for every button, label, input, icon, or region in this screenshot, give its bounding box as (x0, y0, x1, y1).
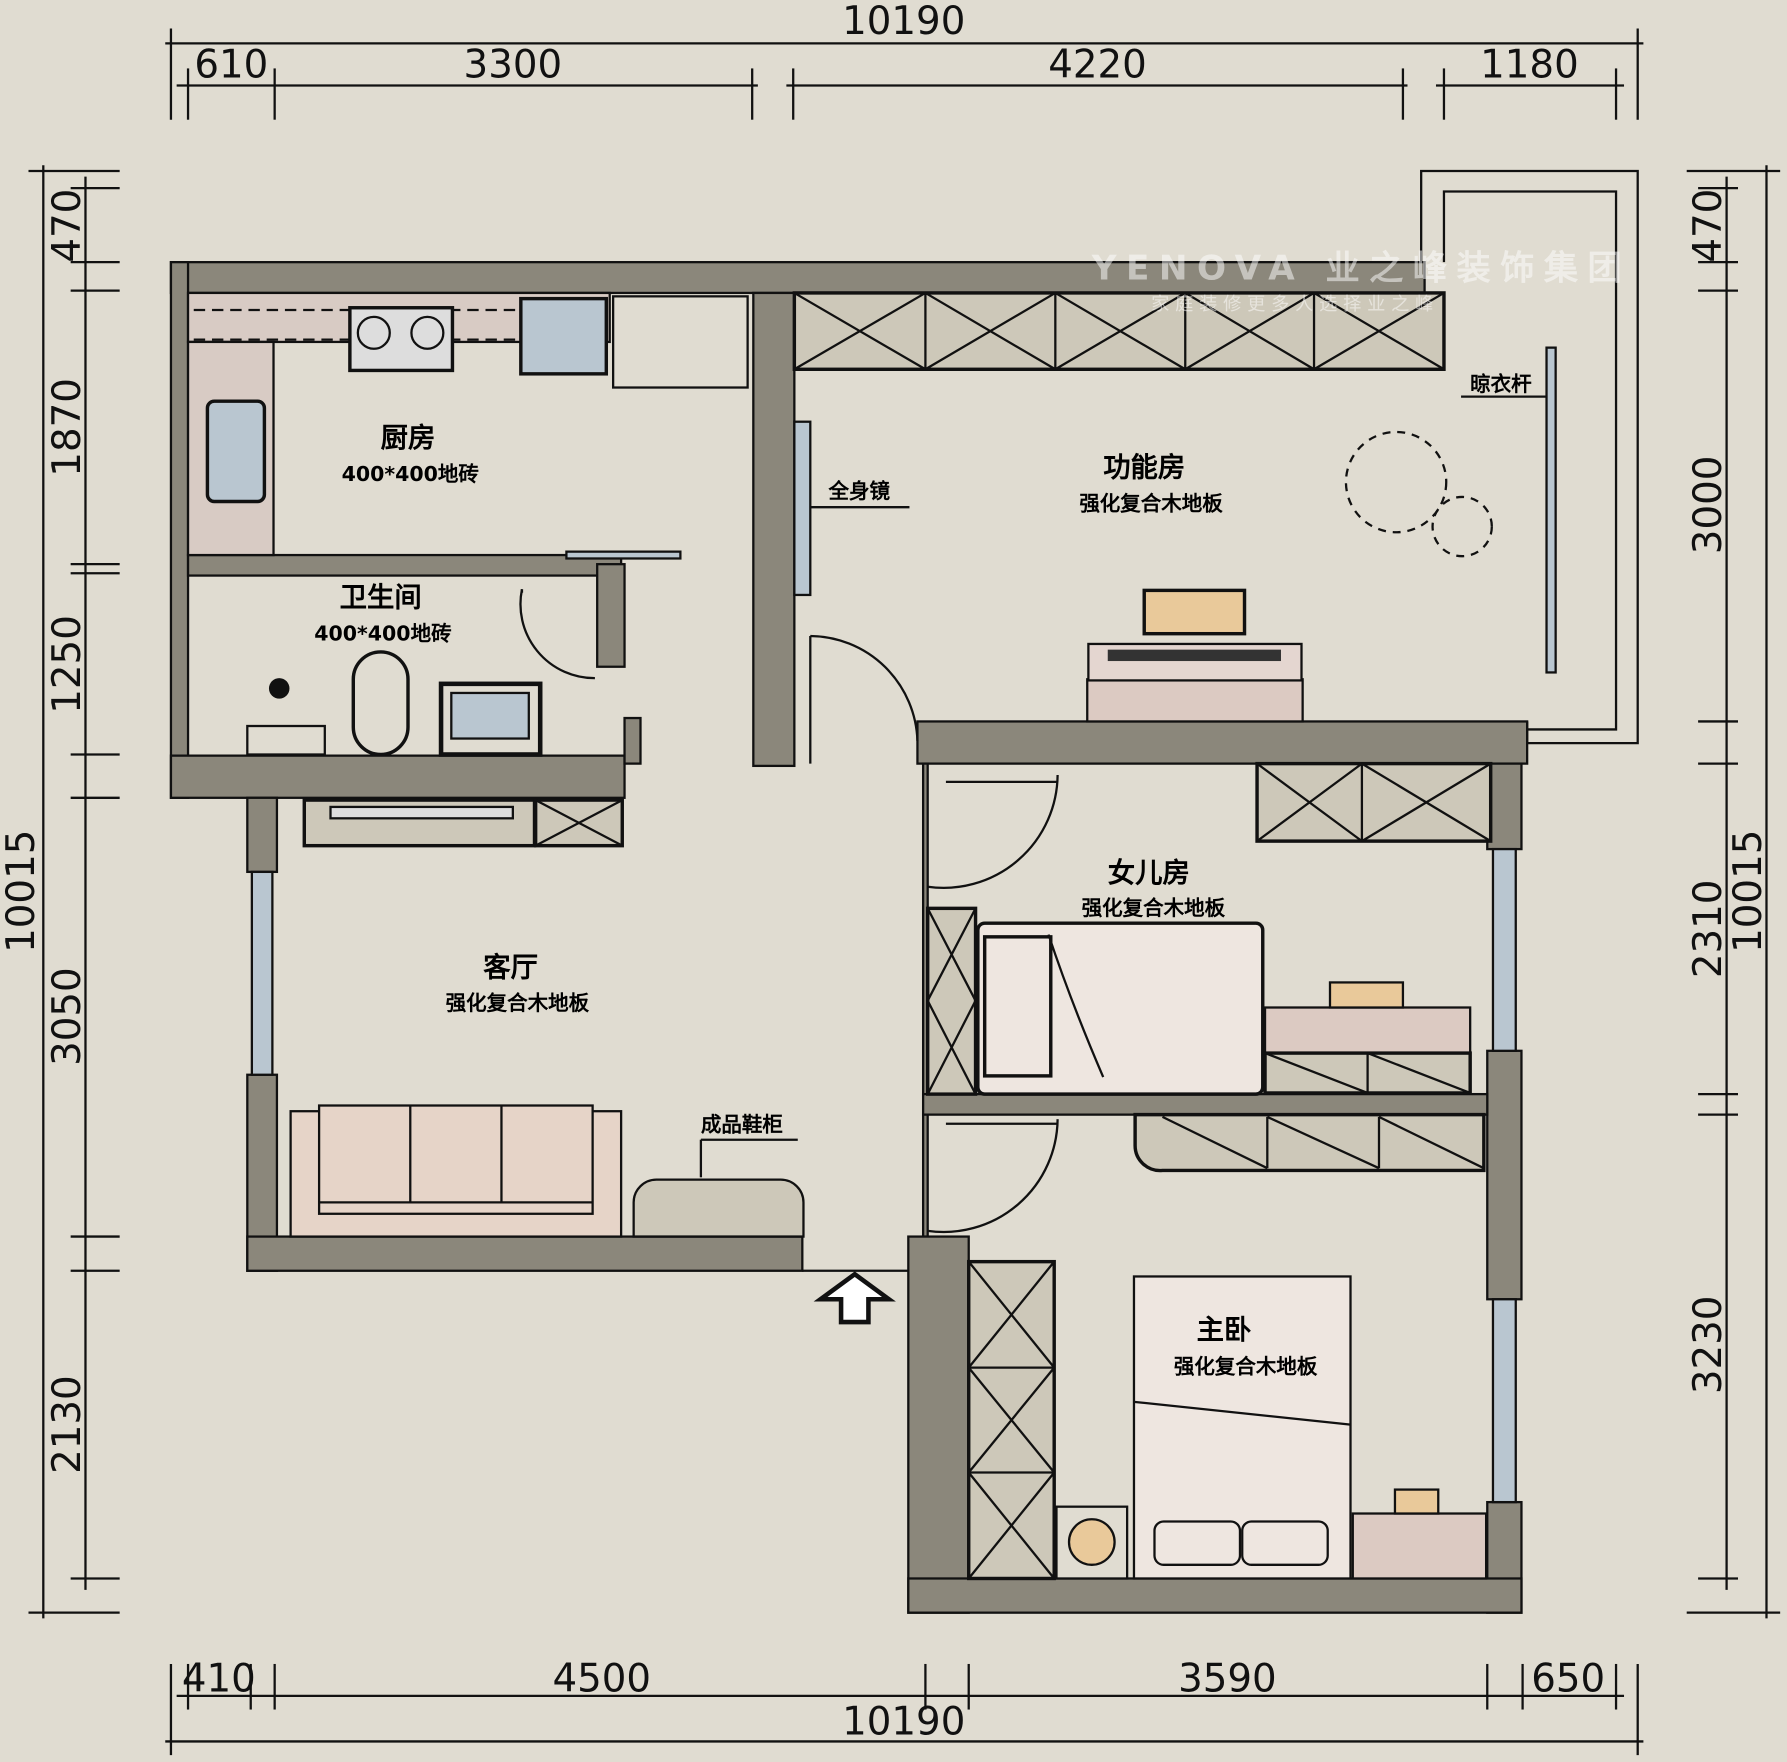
bathroom: 卫生间 400*400地砖 (246, 582, 595, 757)
stove (348, 306, 455, 373)
master-bedroom-name: 主卧 (1197, 1315, 1252, 1346)
function-room-name: 功能房 (1103, 451, 1185, 483)
dim-top-4: 1180 (1480, 43, 1579, 88)
entrance-arrow-icon (813, 1271, 896, 1325)
piano (1087, 642, 1303, 682)
living-room-name: 客厅 (483, 952, 538, 984)
watermark-brand: YENOVA 业之峰装饰集团 (1091, 248, 1622, 288)
windows (250, 420, 1517, 1504)
bathroom-name: 卫生间 (340, 582, 422, 613)
kitchen-sink (205, 399, 267, 504)
clothes-rod (1545, 346, 1557, 674)
daughter-room: 女儿房 强化复合木地板 (925, 761, 1493, 1096)
shoe-cabinet (632, 1178, 805, 1238)
function-room-floor: 强化复合木地板 (1079, 492, 1223, 516)
mirror (793, 420, 812, 597)
dimension-bottom: 410 4500 3590 650 10190 (165, 1656, 1644, 1756)
dim-left-4: 3050 (45, 967, 90, 1066)
balcony (1344, 169, 1639, 745)
living-room: 成品鞋柜 客厅 强化复合木地板 (289, 798, 909, 1325)
daughter-room-name: 女儿房 (1108, 857, 1190, 889)
window-daughter (1491, 847, 1517, 1052)
dim-bottom-2: 4500 (552, 1656, 651, 1701)
dim-top-1: 610 (194, 43, 268, 88)
tv (329, 805, 514, 820)
dim-right-4: 3230 (1686, 1296, 1731, 1395)
function-room: 功能房 强化复合木地板 全身镜 晾衣杆 (792, 291, 1547, 764)
fridge (612, 295, 749, 389)
piano-stool (1142, 588, 1247, 636)
kitchen-name: 厨房 (381, 422, 436, 454)
dim-left-2: 1870 (45, 378, 90, 477)
dim-right-3: 2310 (1686, 880, 1731, 979)
kitchen-floor: 400*400地砖 (342, 462, 480, 486)
toilet (351, 650, 410, 757)
master-bedroom-floor: 强化复合木地板 (1174, 1354, 1318, 1378)
master-bedroom: 主卧 强化复合木地板 (927, 1112, 1488, 1581)
wardrobe-daughter-side (925, 906, 978, 1096)
dim-bottom-3: 3590 (1178, 1656, 1277, 1701)
living-room-floor: 强化复合木地板 (446, 991, 590, 1015)
shoe-cabinet-label: 成品鞋柜 (701, 1113, 783, 1137)
window-master (1491, 1298, 1517, 1504)
dimension-left: 10015 470 1870 1250 3050 2130 (0, 165, 120, 1619)
dim-bottom-4: 650 (1531, 1656, 1605, 1701)
dim-top-3: 4220 (1048, 43, 1147, 88)
kitchen: 厨房 400*400地砖 (186, 291, 749, 557)
dim-left-total: 10015 (0, 830, 44, 953)
wardrobe-daughter (1255, 761, 1493, 843)
dim-left-5: 2130 (45, 1375, 90, 1474)
dimension-right: 10015 470 3000 2310 3230 (1686, 165, 1781, 1619)
window-living (250, 870, 274, 1076)
dim-top-2: 3300 (464, 43, 563, 88)
wardrobe-master-top (1133, 1112, 1486, 1173)
daughter-room-floor: 强化复合木地板 (1082, 896, 1226, 920)
master-dresser (1351, 1512, 1488, 1580)
dim-bottom-total: 10190 (842, 1700, 965, 1745)
clothes-rod-label: 晾衣杆 (1470, 372, 1532, 396)
dim-left-1: 470 (45, 189, 90, 263)
dim-bottom-1: 410 (182, 1656, 256, 1701)
dim-right-total: 10015 (1726, 830, 1771, 953)
watermark: YENOVA 业之峰装饰集团 家 庭 装 修 更 多 人 选 择 业 之 峰 (1091, 248, 1622, 315)
piano-bench (1086, 678, 1304, 723)
dimension-top: 10190 610 3300 4220 1180 (165, 0, 1644, 120)
washing-machine (519, 296, 609, 376)
walls (169, 261, 1529, 1614)
kitchen-glass-door (565, 550, 682, 560)
daughter-desk (1263, 1006, 1472, 1055)
mirror-label: 全身镜 (828, 479, 891, 503)
daughter-chair (1328, 981, 1405, 1009)
dim-top-total: 10190 (842, 0, 965, 44)
bathroom-floor: 400*400地砖 (314, 622, 452, 646)
dim-right-1: 470 (1686, 189, 1731, 263)
dim-left-3: 1250 (45, 615, 90, 714)
watermark-slogan: 家 庭 装 修 更 多 人 选 择 业 之 峰 (1151, 294, 1433, 315)
dim-right-2: 3000 (1686, 456, 1731, 555)
